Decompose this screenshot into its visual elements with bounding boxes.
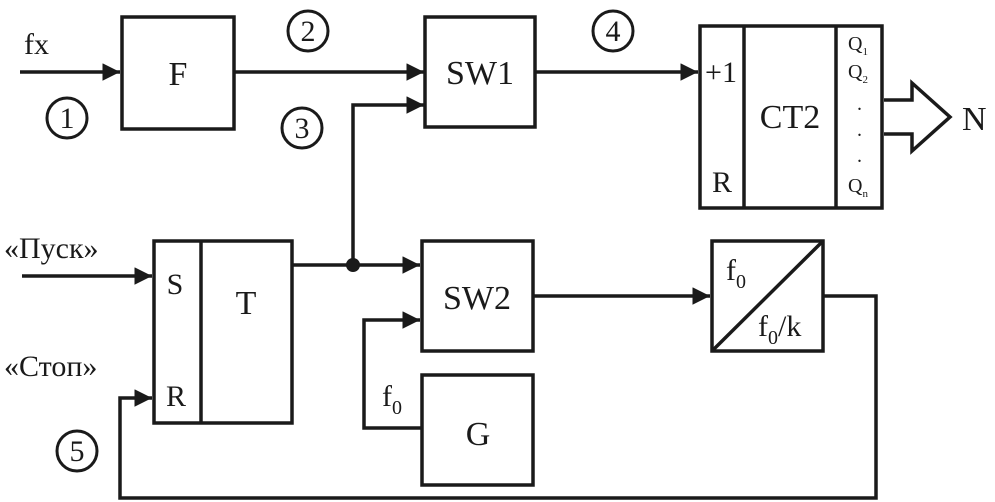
bus-output-arrow [884, 79, 953, 155]
feedback-wire-to-reset [118, 294, 878, 500]
ct2-output-dot: . [857, 145, 862, 167]
ct2-reset-label: R [712, 166, 732, 199]
ct2-output-q1: Q1 [848, 33, 868, 58]
wire-t-to-sw1-gate [351, 96, 424, 265]
marker-4-label: 4 [606, 15, 621, 48]
block-g [420, 373, 535, 487]
divider-diagonal [710, 239, 825, 353]
block-ct2 [698, 24, 884, 210]
block-sw2 [420, 239, 535, 353]
t-reset-label: R [166, 380, 186, 413]
output-n-label: N [962, 101, 987, 138]
g-output-label: f0 [382, 380, 402, 419]
marker-5-label: 5 [70, 435, 85, 468]
marker-1-label: 1 [60, 102, 75, 135]
stop-input-label: «Стоп» [4, 350, 97, 383]
ct2-output-dot: . [857, 93, 862, 115]
block-t [152, 239, 294, 425]
block-g-label: G [466, 416, 491, 453]
marker-2-circle [286, 9, 330, 53]
marker-1-circle [45, 96, 89, 140]
block-sw1-label: SW1 [446, 55, 514, 92]
divider-input-label: f0 [726, 254, 746, 293]
block-sw1 [423, 15, 537, 129]
ct2-output-qn: Qn [848, 175, 868, 200]
marker-5-circle [55, 429, 99, 473]
wire-g-to-sw2 [362, 311, 422, 430]
block-ct2-label: CT2 [760, 99, 820, 136]
marker-3-circle [280, 106, 324, 150]
ct2-count-input-label: +1 [705, 56, 737, 89]
block-t-label: T [236, 285, 257, 322]
junction-dot [346, 258, 360, 272]
marker-3-label: 3 [295, 112, 310, 145]
marker-2-label: 2 [301, 15, 316, 48]
ct2-output-dot: . [857, 119, 862, 141]
ct2-output-q2: Q2 [848, 61, 868, 86]
marker-4-circle [591, 9, 635, 53]
t-set-label: S [167, 268, 184, 301]
fx-input-label: fx [24, 28, 49, 61]
block-f [120, 15, 236, 131]
divider-output-label: f0/k [758, 310, 801, 349]
start-input-label: «Пуск» [4, 232, 99, 265]
block-sw2-label: SW2 [443, 280, 511, 317]
block-f-label: F [169, 56, 188, 93]
